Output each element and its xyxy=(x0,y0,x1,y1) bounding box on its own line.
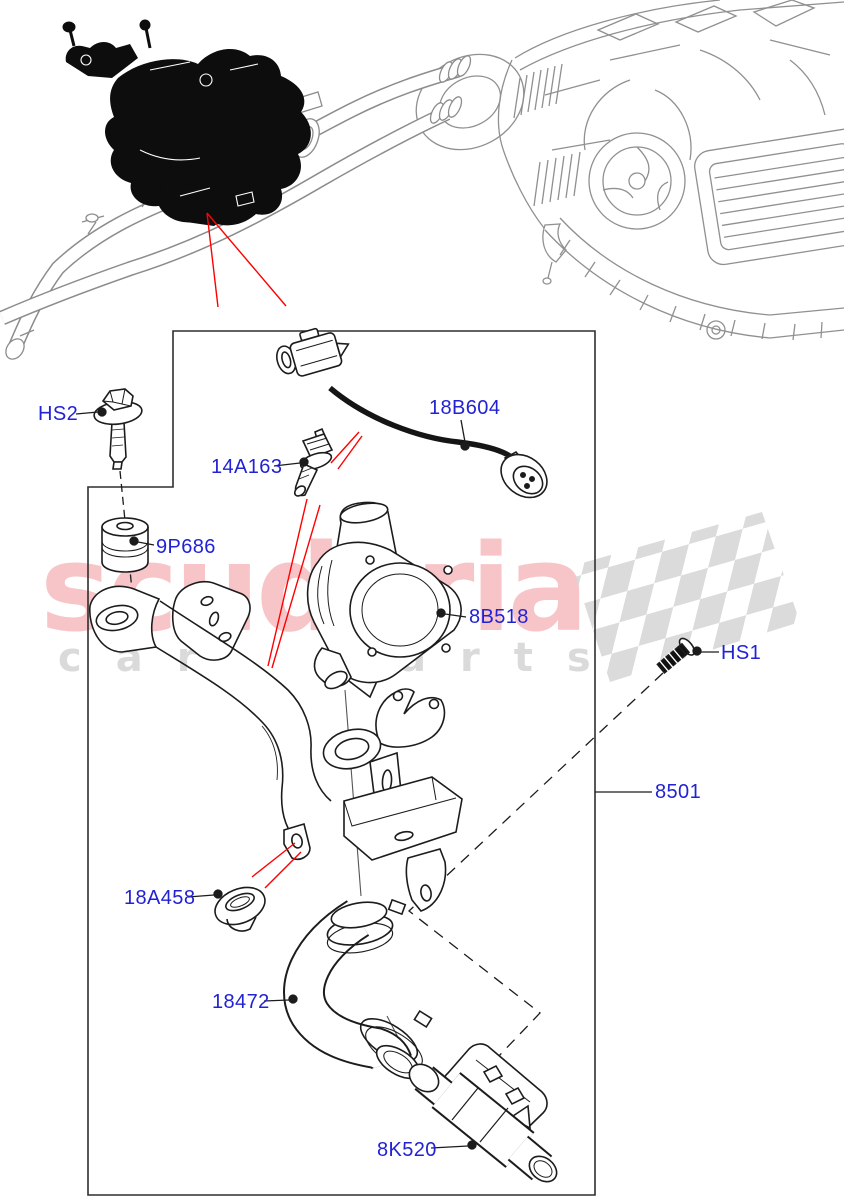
installed-pump-silhouette xyxy=(65,42,311,226)
label-leader-lines xyxy=(75,407,719,1150)
part-label-18b604[interactable]: 18B604 xyxy=(429,397,501,419)
part-label-8k520[interactable]: 8K520 xyxy=(377,1139,437,1161)
part-8b518-pump xyxy=(306,501,462,690)
part-14a163-sensor xyxy=(293,427,334,497)
red-callout-lines xyxy=(206,212,363,889)
part-label-8501[interactable]: 8501 xyxy=(655,781,702,803)
part-label-8b518[interactable]: 8B518 xyxy=(469,606,529,628)
part-8k520-connection xyxy=(408,1043,558,1183)
part-hs1-screw xyxy=(656,637,696,674)
part-18a458-grommet xyxy=(214,886,266,932)
checkered-flag-icon xyxy=(572,512,800,682)
part-label-14a163[interactable]: 14A163 xyxy=(211,456,283,478)
part-label-18a458[interactable]: 18A458 xyxy=(124,887,196,909)
hvac-unit-drawing xyxy=(415,0,844,341)
part-9p686-grommet xyxy=(101,517,149,573)
part-label-hs1[interactable]: HS1 xyxy=(721,642,762,664)
part-18472-hose xyxy=(283,898,433,1080)
part-label-9p686[interactable]: 9P686 xyxy=(156,536,216,558)
part-18b604-hose xyxy=(276,327,548,499)
part-label-18472[interactable]: 18472 xyxy=(212,991,270,1013)
part-hs2-bolt xyxy=(93,388,143,470)
part-8501-bracket xyxy=(89,581,463,912)
part-label-hs2[interactable]: HS2 xyxy=(38,403,79,425)
detail-box-outline xyxy=(87,330,596,1196)
hose-assembly-drawing xyxy=(0,19,472,360)
